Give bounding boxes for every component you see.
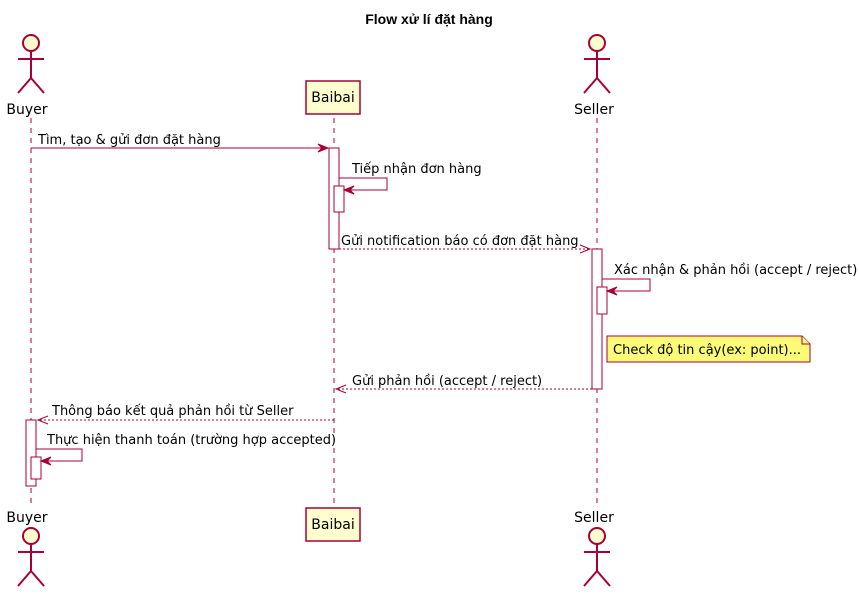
buyer-actor-bottom-icon: [17, 527, 45, 587]
message-label-6: Thông báo kết quả phản hồi từ Seller: [51, 404, 294, 419]
buyer-nested-activation: [30, 456, 42, 480]
message-label-7: Thực hiện thanh toán (trường hợp accepte…: [46, 433, 336, 448]
baibai-participant-bottom: [305, 507, 361, 542]
message-arrow-3: [339, 244, 592, 254]
buyer-actor-icon: [17, 34, 45, 94]
buyer-label-top: Buyer: [6, 102, 47, 118]
seller-label-top: Seller: [574, 102, 614, 118]
seller-label-bottom: Seller: [574, 510, 614, 526]
message-arrow-2: [339, 177, 388, 195]
message-arrow-7: [36, 448, 83, 466]
note-text: Check độ tin cậy(ex: point)...: [613, 343, 801, 358]
buyer-label-bottom: Buyer: [6, 510, 47, 526]
seller-actor-bottom-icon: [583, 527, 611, 587]
baibai-participant-top: [305, 80, 361, 115]
message-arrow-1: [31, 143, 330, 153]
note-box: [606, 335, 811, 363]
message-label-4: Xác nhận & phản hồi (accept / reject): [614, 263, 857, 278]
baibai-label-top: Baibai: [311, 90, 354, 106]
diagram-title: Flow xử lí đặt hàng: [365, 11, 493, 27]
buyer-activation: [25, 419, 37, 487]
seller-nested-activation: [596, 286, 608, 315]
message-arrow-6: [36, 415, 334, 425]
seller-activation: [591, 248, 603, 390]
message-label-3: Gửi notification báo có đơn đặt hàng: [341, 234, 579, 249]
message-label-2: Tiếp nhận đơn hàng: [351, 162, 482, 177]
baibai-label-bottom: Baibai: [311, 517, 354, 533]
message-arrow-5: [334, 384, 592, 394]
message-label-1: Tìm, tạo & gửi đơn đặt hàng: [37, 133, 221, 148]
baibai-nested-activation: [333, 185, 345, 213]
seller-actor-icon: [583, 34, 611, 94]
message-arrow-4: [602, 278, 651, 296]
message-label-5: Gửi phản hồi (accept / reject): [352, 374, 542, 389]
